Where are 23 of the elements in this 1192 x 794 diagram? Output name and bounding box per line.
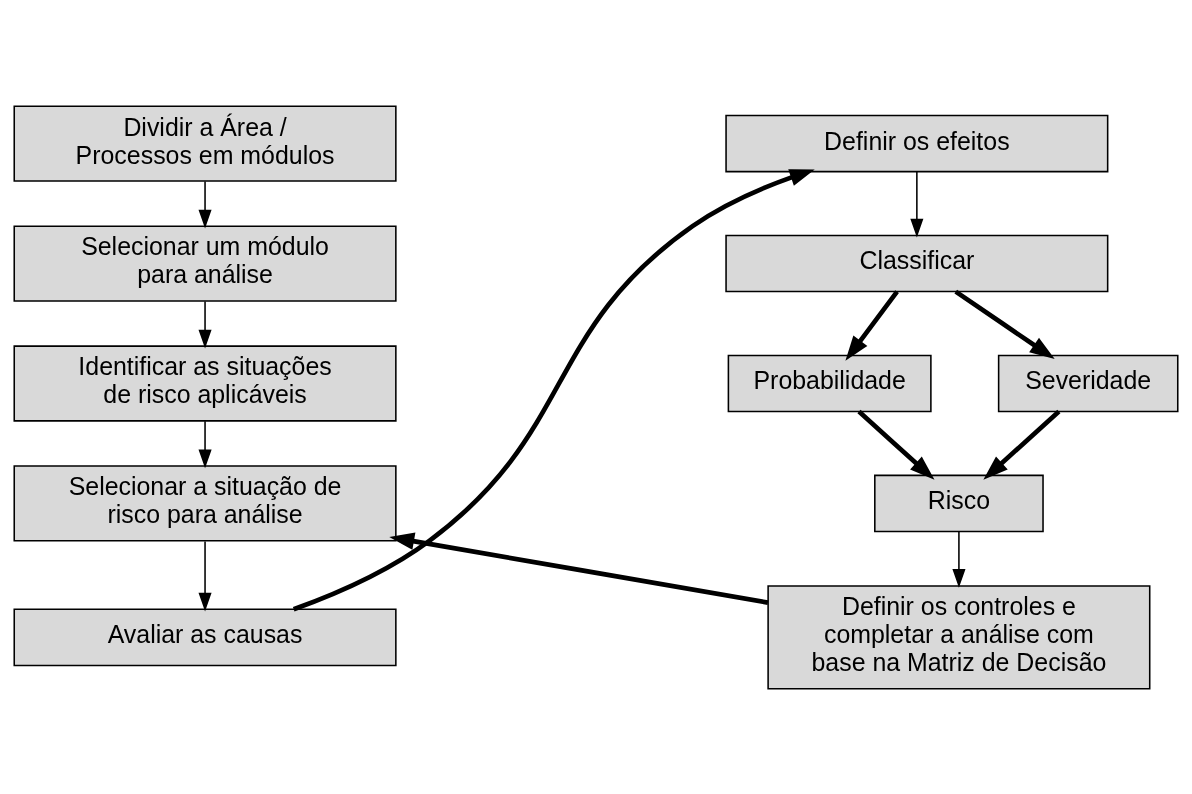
arrow	[857, 409, 935, 480]
arrow	[198, 540, 212, 611]
node-box: Identificar as situações de risco aplicáveis	[13, 344, 397, 422]
node-box: Selecionar um módulo para análise	[13, 224, 397, 302]
node-box: Selecionar a situação de risco para análise	[13, 464, 397, 542]
node-box: Avaliar as causas	[13, 608, 397, 666]
arrow	[198, 420, 212, 468]
node-box: Risco	[874, 474, 1044, 532]
arrow	[198, 300, 212, 348]
node-box: Definir os efeitos	[725, 114, 1109, 172]
arrow	[952, 530, 966, 588]
node-box: Severidade	[997, 354, 1179, 412]
node-box: Dividir a Área / Processos em módulos	[13, 104, 397, 182]
arrow	[910, 170, 924, 238]
arrow	[292, 168, 815, 611]
node-box: Definir os controles e completar a análise com base na Matriz de Decisão	[767, 584, 1151, 690]
node-box: Probabilidade	[727, 354, 932, 412]
arrow	[389, 532, 769, 605]
node-box: Classificar	[725, 234, 1109, 292]
arrow	[954, 289, 1055, 359]
arrow	[198, 180, 212, 228]
arrow	[983, 409, 1061, 480]
arrow	[845, 289, 899, 361]
